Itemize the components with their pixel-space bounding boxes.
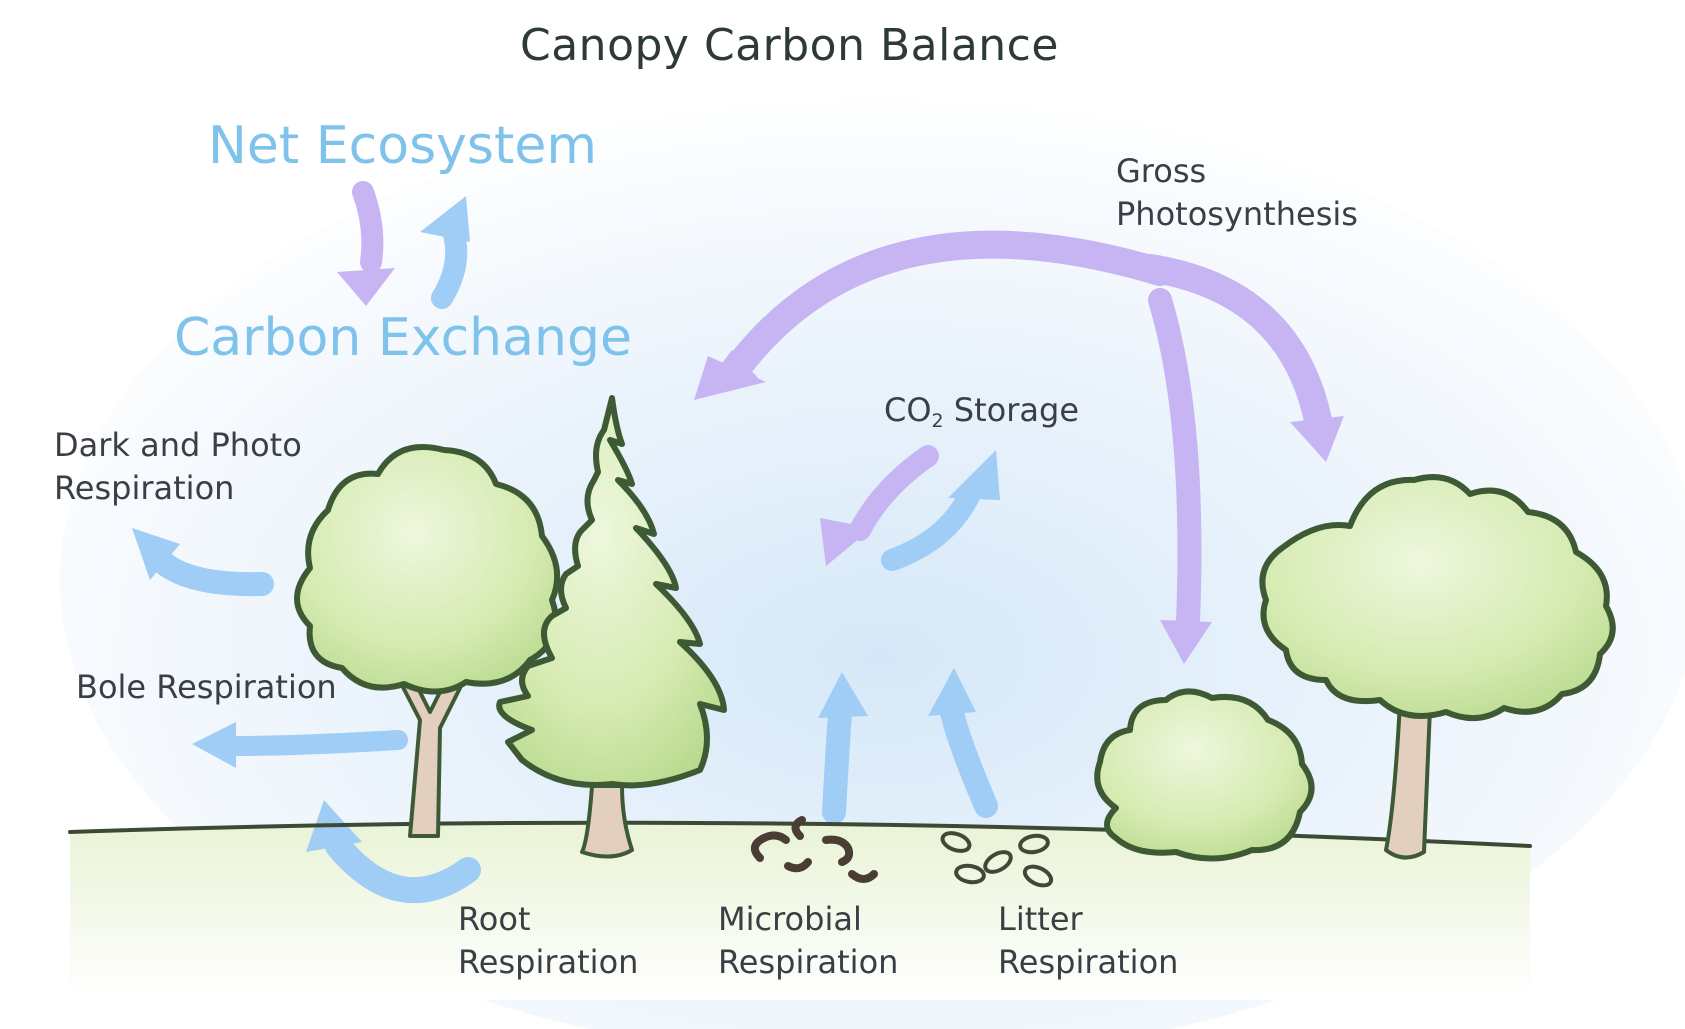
co2-storage-down-arrow: [820, 445, 939, 566]
bole-respiration-arrow: [192, 722, 408, 768]
microbe-icon: [750, 816, 878, 883]
gross-photosynthesis-label: Gross Photosynthesis: [1116, 150, 1358, 236]
diagram-title: Canopy Carbon Balance: [520, 20, 1059, 71]
gross-photosynthesis-arrow-down: [1148, 288, 1212, 664]
storage-label: Storage: [943, 391, 1079, 429]
microbial-line-2: Respiration: [718, 943, 899, 981]
right-tree-icon: [1259, 474, 1616, 860]
co2-subscript: 2: [931, 410, 944, 432]
root-line-2: Respiration: [458, 943, 639, 981]
dark-photo-line-1: Dark and Photo: [54, 426, 302, 464]
gross-photosynthesis-line-2: Photosynthesis: [1116, 195, 1358, 233]
carbon-exchange-label: Carbon Exchange: [174, 308, 632, 368]
shrub-icon: [1094, 688, 1315, 862]
net-ecosystem-label: Net Ecosystem: [208, 116, 598, 176]
net-exchange-down-arrow: [337, 181, 395, 306]
gross-photosynthesis-arrow-left: [694, 230, 1174, 400]
litter-respiration-arrow: [928, 668, 998, 818]
gross-photosynthesis-line-1: Gross: [1116, 152, 1207, 190]
litter-respiration-label: Litter Respiration: [998, 898, 1178, 984]
litter-line-1: Litter: [998, 900, 1083, 938]
microbial-line-1: Microbial: [718, 900, 862, 938]
dark-photo-line-2: Respiration: [54, 469, 235, 507]
dark-photo-respiration-label: Dark and Photo Respiration: [54, 424, 302, 510]
ground-line: [68, 820, 1532, 848]
root-line-1: Root: [458, 900, 531, 938]
deciduous-tree-icon: [294, 444, 561, 838]
litter-line-2: Respiration: [998, 943, 1179, 981]
co2-storage-label: CO2 Storage: [884, 389, 1079, 443]
gross-photosynthesis-arrow-right: [1136, 254, 1344, 462]
leaf-litter-icon: [940, 831, 1054, 888]
microbial-respiration-arrow: [818, 672, 868, 824]
co2-storage-up-arrow: [881, 450, 1000, 571]
bole-respiration-label: Bole Respiration: [76, 668, 337, 706]
co2-label: CO: [884, 391, 932, 429]
ground-fill: [70, 821, 1530, 1000]
root-respiration-label: Root Respiration: [458, 898, 638, 984]
microbial-respiration-label: Microbial Respiration: [718, 898, 898, 984]
net-exchange-up-arrow: [420, 196, 470, 309]
dark-photo-respiration-arrow: [132, 528, 274, 597]
conifer-tree-icon: [496, 395, 727, 859]
